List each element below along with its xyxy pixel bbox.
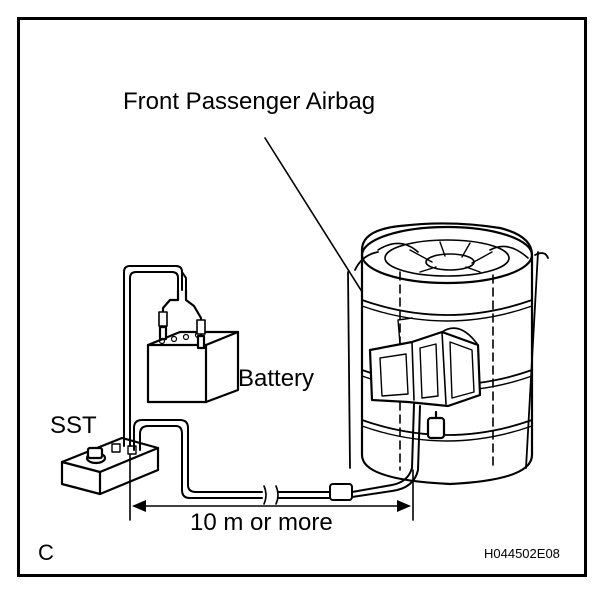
sst-box	[60, 436, 160, 496]
figure-letter: C	[38, 540, 54, 565]
battery-body	[146, 288, 240, 404]
tire-connector	[426, 410, 446, 440]
dimension-arrow-right	[397, 500, 411, 512]
wires	[123, 265, 421, 501]
sst-label: SST	[50, 412, 97, 439]
distance-label: 10 m or more	[190, 509, 333, 536]
illustration-code: H044502E08	[484, 546, 560, 561]
distance-dimension	[129, 454, 414, 521]
figure-frame	[17, 17, 587, 577]
airbag-module	[368, 317, 482, 408]
airbag-label: Front Passenger Airbag	[123, 88, 376, 115]
wire-break-mark	[263, 485, 279, 505]
battery-label: Battery	[238, 365, 315, 392]
dimension-arrow-left	[132, 500, 146, 512]
